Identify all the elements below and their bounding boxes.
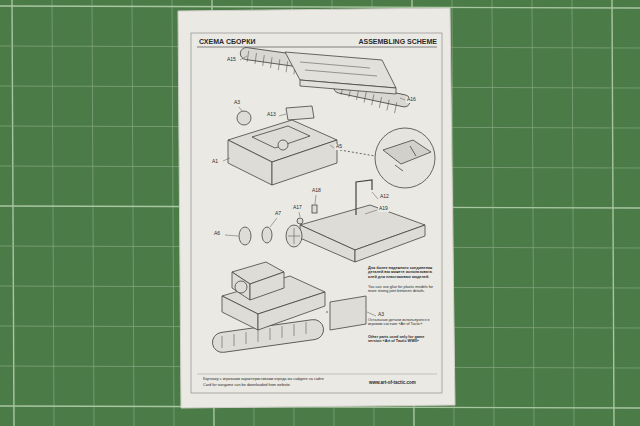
detail-magnifier xyxy=(375,128,435,188)
assembled-vehicle xyxy=(258,292,325,330)
lower-hull-part xyxy=(312,205,317,213)
paper-sheet xyxy=(178,8,455,408)
callout-number: A16 xyxy=(406,97,417,103)
note-text: Для более надежного соединения деталей в… xyxy=(368,266,436,279)
note-text: Остальные детали используются в игровом … xyxy=(368,318,430,327)
leader-line xyxy=(372,192,378,199)
leader-line xyxy=(225,235,238,236)
chassis-part xyxy=(300,62,377,76)
detail-magnifier xyxy=(340,150,375,156)
wheel-parts xyxy=(239,227,251,245)
cutting-mat xyxy=(492,0,494,426)
cutting-mat xyxy=(572,0,574,426)
assembled-vehicle xyxy=(326,312,330,313)
callout-number: A3 xyxy=(377,312,385,318)
assembled-vehicle xyxy=(250,272,284,300)
wheel-parts xyxy=(286,225,302,247)
sheet-title: ASSEMBLING SCHEME xyxy=(358,38,437,46)
lower-hull-part xyxy=(355,225,425,262)
leader-line xyxy=(330,145,334,148)
assembled-vehicle xyxy=(211,262,366,354)
leader-line xyxy=(239,107,242,111)
paper-sheet xyxy=(197,374,437,375)
leader-line xyxy=(299,212,300,217)
wheel-parts xyxy=(288,228,300,244)
callout-number: A12 xyxy=(379,194,390,200)
lower-hull-part xyxy=(297,180,425,262)
lower-hull-part xyxy=(297,218,303,224)
leader-line xyxy=(223,158,230,161)
callout-number: A15 xyxy=(226,57,237,63)
footer-text: Карточку с игровыми характеристиками отр… xyxy=(203,377,363,381)
cutting-mat xyxy=(0,6,640,8)
detail-magnifier xyxy=(340,128,435,188)
cutting-mat xyxy=(12,0,14,426)
paper-sheet xyxy=(197,47,437,48)
callout-number: A1 xyxy=(211,159,219,165)
callout-number: A19 xyxy=(378,206,389,212)
footer-text: Card for wargame can be downloaded from … xyxy=(203,383,363,387)
leader-line xyxy=(279,114,286,116)
leader-line xyxy=(315,195,316,204)
cutting-mat xyxy=(532,0,534,426)
chassis-part xyxy=(300,80,396,94)
callout-number: A7 xyxy=(274,211,282,217)
note-text: Other parts used only for game version «… xyxy=(368,335,430,344)
hull-part xyxy=(278,140,288,150)
assembled-vehicle xyxy=(232,272,250,300)
hull-part xyxy=(237,111,251,125)
callout-number: A5 xyxy=(335,144,343,150)
callout-number: A6 xyxy=(213,231,221,237)
leader-line xyxy=(367,312,376,316)
cutting-mat xyxy=(612,0,614,426)
hull-part xyxy=(228,111,337,185)
website-url: www.art-of-tactic.com xyxy=(369,380,416,385)
assembled-vehicle xyxy=(235,281,247,293)
note-text: You can use glue for plastic models for … xyxy=(368,285,436,294)
lower-hull-part xyxy=(356,180,372,215)
sheet-title: СХЕМА СБОРКИ xyxy=(199,38,255,46)
callout-number: A18 xyxy=(311,188,322,194)
hull-part xyxy=(272,140,337,185)
leader-line xyxy=(400,98,405,100)
chassis-part xyxy=(286,106,314,120)
cutting-mat xyxy=(52,0,54,426)
paper-sheet xyxy=(178,8,455,408)
callout-number: A13 xyxy=(266,112,277,118)
track-part xyxy=(240,47,412,113)
cutting-mat xyxy=(92,0,94,426)
lower-hull-part xyxy=(300,225,355,262)
leader-line xyxy=(365,210,377,214)
cutting-mat xyxy=(172,0,174,426)
assembled-vehicle xyxy=(330,296,366,330)
paper-sheet xyxy=(191,33,442,393)
chassis-part xyxy=(285,52,396,120)
hull-part xyxy=(228,140,272,185)
assembled-vehicle xyxy=(222,296,258,330)
callout-number: A17 xyxy=(292,205,303,211)
detail-magnifier xyxy=(383,140,431,171)
wheel-parts xyxy=(239,225,302,247)
wheel-parts xyxy=(262,227,272,243)
leader-line xyxy=(270,218,277,227)
cutting-mat xyxy=(132,0,134,426)
callout-number: A3 xyxy=(233,100,241,106)
leader-line xyxy=(240,56,247,60)
